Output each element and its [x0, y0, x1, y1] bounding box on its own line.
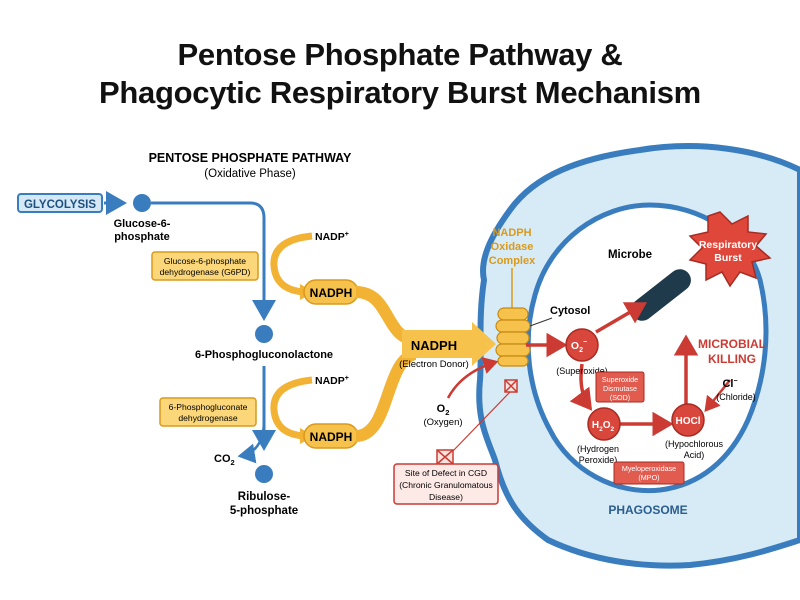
title-line-2: Phagocytic Respiratory Burst Mechanism	[99, 75, 701, 110]
cgd-label-2: (Chronic Granulomatous	[399, 480, 493, 490]
cgd-label-3: Disease)	[429, 492, 463, 502]
nadp-label-1: NADP+	[315, 231, 349, 243]
superoxide-to-microbe-arrow	[595, 302, 648, 334]
electron-donor-label: (Electron Donor)	[399, 359, 469, 370]
co2-label: CO2	[214, 453, 235, 467]
hydrogen-peroxide-label-2: Peroxide)	[579, 455, 618, 465]
chloride-symbol: Cl−	[722, 378, 737, 390]
mpo-label-2: (MPO)	[638, 473, 659, 482]
g6p-to-lactone-arrow	[151, 201, 276, 321]
glycolysis-box	[17, 193, 103, 213]
superoxide-label: (Superoxide)	[556, 366, 608, 376]
superoxide-node	[565, 328, 599, 362]
chloride-label: (Chloride)	[716, 392, 756, 402]
6pgd-label-1: 6-Phosphogluconate	[169, 402, 248, 412]
mpo-enzyme-box	[613, 461, 685, 485]
superoxide-to-h2o2-arrow	[569, 363, 593, 411]
hydrogen-peroxide-symbol: H2O2	[592, 420, 615, 433]
nadph-label-1: NADPH	[310, 286, 353, 300]
glucose-6-phosphate-node	[133, 194, 151, 212]
chloride-arrow	[704, 379, 731, 412]
cytosol-label: Cytosol	[550, 305, 590, 317]
hydrogen-peroxide-label-1: (Hydrogen	[577, 444, 619, 454]
burst-label-2: Burst	[714, 252, 742, 264]
superoxide-symbol: O2−	[571, 339, 587, 354]
g6pd-enzyme-box	[151, 251, 259, 281]
mpo-label-1: Myeloperoxidase	[622, 464, 676, 473]
hypochlorous-acid-symbol: HOCl	[676, 416, 701, 427]
cgd-defect-box	[393, 463, 499, 505]
nadp-to-nadph-arrow-1	[270, 232, 313, 296]
burst-label-1: Respiratory	[699, 239, 758, 251]
oxidase-label-2: Oxidase	[491, 241, 534, 253]
microbe-label: Microbe	[608, 249, 652, 261]
co2-release-arrow	[237, 419, 266, 464]
nadp-to-nadph-arrow-2	[270, 376, 313, 440]
hypochlorous-acid-label-2: Acid)	[684, 450, 705, 460]
ribulose-label-2: 5-phosphate	[230, 505, 298, 517]
oxygen-symbol: O2	[437, 403, 450, 417]
nadph-oxidase-complex	[495, 307, 531, 367]
hypochlorous-acid-node	[671, 403, 705, 437]
ribulose-label-1: Ribulose-	[238, 491, 291, 503]
sod-label-3: (SOD)	[610, 393, 630, 402]
oxidase-label-1: NADPH	[492, 227, 531, 239]
ribulose-5-phosphate-node	[255, 465, 273, 483]
sod-label-1: Superoxide	[602, 375, 638, 384]
ppp-subheading: (Oxidative Phase)	[204, 168, 296, 180]
glucose-6-phosphate-label-2: phosphate	[114, 231, 170, 243]
oxygen-to-oxidase-arrow	[446, 357, 499, 399]
ppp-heading: PENTOSE PHOSPHATE PATHWAY	[149, 151, 352, 165]
hydrogen-peroxide-node	[587, 407, 621, 441]
central-nadph-box	[402, 330, 474, 358]
nadph-label-2: NADPH	[310, 430, 353, 444]
cgd-label-1: Site of Defect in CGD	[405, 468, 487, 478]
central-nadph-arrowhead	[472, 322, 496, 366]
cytosol-pointer	[529, 317, 553, 327]
nadp-label-2: NADP+	[315, 375, 349, 387]
phagosome-label: PHAGOSOME	[608, 503, 687, 517]
6pgd-label-2: dehydrogenase	[178, 413, 237, 423]
hypochlorous-acid-label-1: (Hypochlorous	[665, 439, 724, 449]
microbial-killing-label-1: MICROBIAL	[698, 337, 766, 351]
g6pd-label-1: Glucose-6-phosphate	[164, 256, 246, 266]
glucose-6-phosphate-label-1: Glucose-6-	[114, 218, 171, 230]
g6pd-label-2: dehydrogenase (G6PD)	[160, 267, 251, 277]
defect-pointer	[451, 391, 511, 453]
glycolysis-label: GLYCOLYSIS	[24, 199, 96, 211]
oxygen-label: (Oxygen)	[423, 417, 462, 428]
microbial-killing-label-2: KILLING	[708, 352, 756, 366]
phosphogluconolactone-node	[255, 325, 273, 343]
sod-enzyme-box	[595, 371, 645, 403]
central-nadph-label: NADPH	[411, 338, 457, 353]
phosphogluconolactone-label: 6-Phosphogluconolactone	[195, 349, 333, 361]
title-line-1: Pentose Phosphate Pathway &	[177, 37, 623, 72]
sod-label-2: Dismutase	[603, 384, 637, 393]
oxidase-label-3: Complex	[489, 255, 536, 267]
6pgd-enzyme-box	[159, 397, 257, 427]
respiratory-burst-star	[688, 211, 772, 288]
